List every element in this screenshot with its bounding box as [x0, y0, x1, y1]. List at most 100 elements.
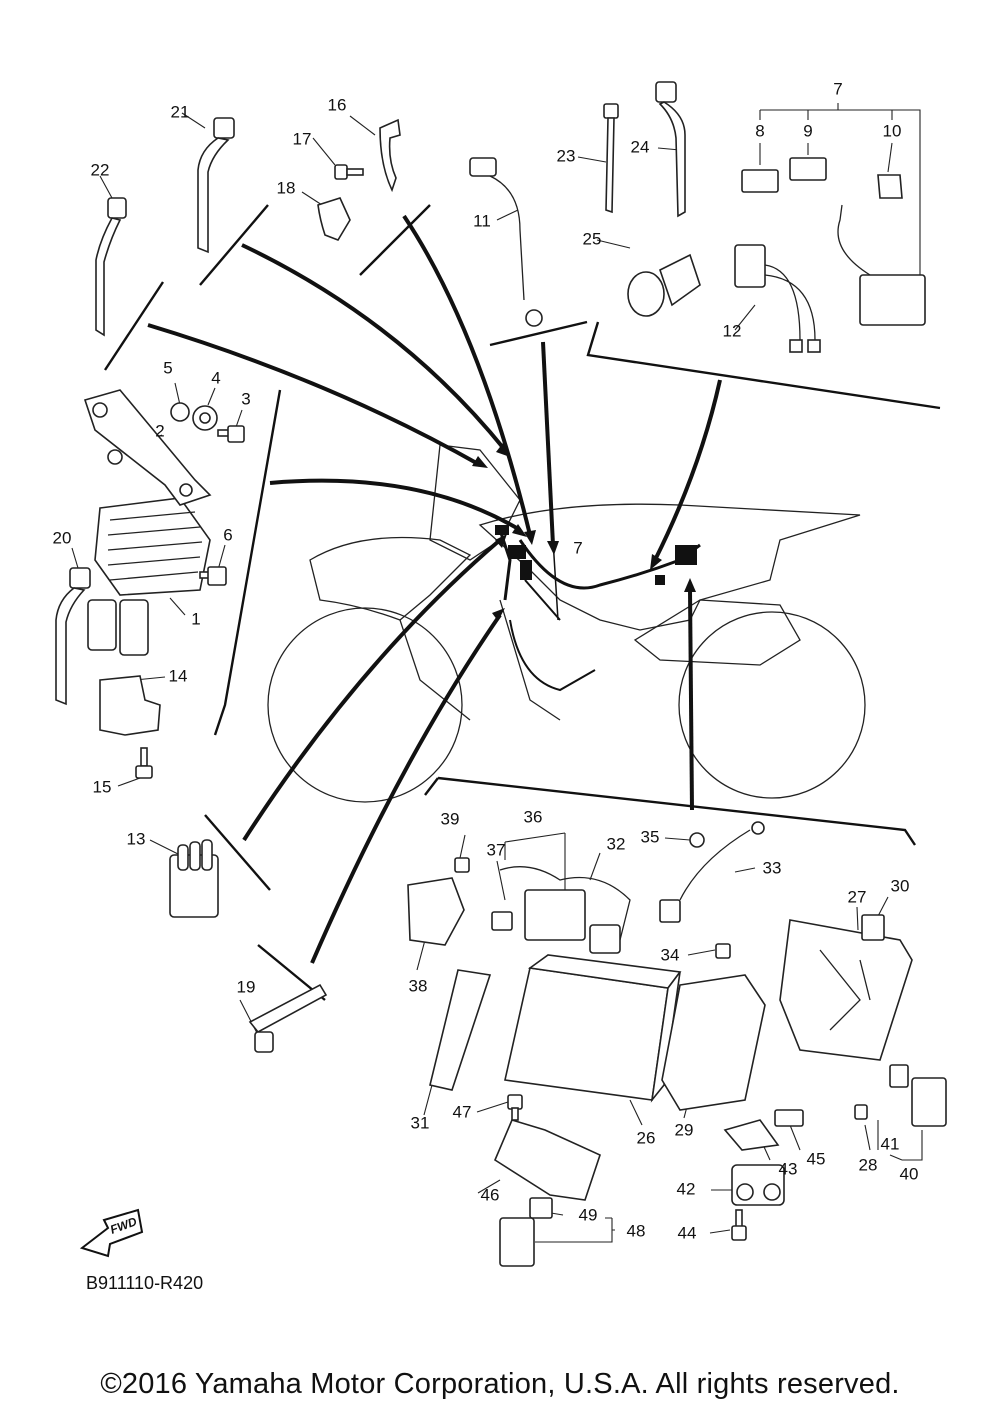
lead-33	[659, 821, 765, 923]
callout-38: 38	[409, 976, 428, 995]
callout-28: 28	[859, 1155, 878, 1174]
motorcycle-outline	[267, 444, 866, 803]
coupler-41	[889, 1064, 909, 1088]
bracket-2	[83, 389, 212, 506]
callout-26: 26	[637, 1128, 656, 1147]
callout-2: 2	[155, 421, 164, 440]
connector-13	[169, 839, 219, 918]
callout-24: 24	[631, 137, 650, 156]
callout-8: 8	[755, 121, 764, 140]
cover-29	[661, 974, 766, 1111]
callout-35: 35	[641, 827, 660, 846]
fuse-box-7	[837, 204, 926, 326]
bolt-28	[854, 1104, 868, 1120]
bracket-16	[379, 118, 401, 193]
callout-40: 40	[900, 1164, 919, 1183]
callout-6: 6	[223, 525, 232, 544]
fwd-arrow-icon: FWD	[79, 1208, 144, 1258]
callout-23: 23	[557, 146, 576, 165]
callout-19: 19	[237, 977, 256, 996]
wire-harness	[495, 525, 701, 692]
sub-harness-32	[499, 866, 631, 941]
callout-11: 11	[473, 211, 491, 230]
small-leaders	[71, 103, 923, 1243]
callout-41: 41	[881, 1134, 900, 1153]
callout-4: 4	[211, 368, 220, 387]
callout-32: 32	[607, 834, 626, 853]
bracket-43	[723, 1119, 780, 1151]
callout-42: 42	[677, 1179, 696, 1198]
coupler-40	[911, 1077, 947, 1127]
callout-48: 48	[627, 1221, 646, 1240]
callout-30: 30	[891, 876, 910, 895]
cable-tie-21	[197, 117, 235, 254]
cable-tie-24	[655, 81, 686, 218]
callout-numbers: 1 2 3 4 5 6 7 7 8 9 10 11 12 13 14 15 16…	[53, 79, 919, 1242]
callout-36: 36	[524, 807, 543, 826]
bolt-6	[199, 566, 227, 586]
battery-26	[504, 954, 682, 1103]
bolt-44	[731, 1209, 747, 1241]
sensor-30	[861, 914, 885, 941]
callout-33: 33	[763, 858, 782, 877]
leader-arrows	[147, 214, 722, 964]
callout-7-fuse-box: 7	[833, 79, 842, 98]
callout-21: 21	[171, 102, 190, 121]
callout-44: 44	[678, 1223, 697, 1242]
callout-3: 3	[241, 389, 250, 408]
callout-29: 29	[675, 1120, 694, 1139]
fuse-37	[491, 911, 513, 931]
callout-14: 14	[169, 666, 188, 685]
bolt-34	[715, 943, 731, 959]
fuse-10	[877, 174, 903, 199]
callout-7-harness: 7	[573, 538, 582, 557]
bolt-47	[507, 1094, 523, 1121]
bracket-14	[99, 675, 161, 736]
grommet-4	[192, 405, 218, 431]
bracket-27	[779, 919, 913, 1061]
fuse-8	[741, 169, 779, 193]
callout-22: 22	[91, 160, 110, 179]
bolt-15	[135, 747, 153, 779]
battery-band-31	[429, 969, 492, 1091]
group-brackets	[103, 204, 941, 1001]
callout-10: 10	[883, 121, 902, 140]
cable-tie-20	[55, 567, 91, 706]
callout-45: 45	[807, 1149, 826, 1168]
callout-49: 49	[579, 1205, 598, 1224]
collar-5	[170, 402, 190, 422]
callout-20: 20	[53, 528, 72, 547]
callout-27: 27	[848, 887, 867, 906]
copyright-notice: ©2016 Yamaha Motor Corporation, U.S.A. A…	[100, 1368, 900, 1400]
callout-39: 39	[441, 809, 460, 828]
callout-17: 17	[293, 129, 312, 148]
rectifier-1	[87, 497, 211, 656]
callout-37: 37	[487, 840, 506, 859]
callout-34: 34	[661, 945, 680, 964]
callout-1: 1	[191, 609, 200, 628]
callout-13: 13	[127, 829, 146, 848]
lead-11	[469, 157, 543, 327]
bracket-46	[493, 1119, 601, 1201]
callout-43: 43	[779, 1159, 798, 1178]
regulator-36	[524, 889, 621, 954]
coupler-48	[499, 1217, 535, 1267]
callout-46: 46	[481, 1185, 500, 1204]
bolt-3	[217, 425, 245, 443]
bolt-39	[454, 857, 470, 873]
callout-16: 16	[328, 95, 347, 114]
callout-5: 5	[163, 358, 172, 377]
drawing-code: B911110-R420	[86, 1273, 203, 1293]
callout-47: 47	[453, 1102, 472, 1121]
lead-12	[734, 244, 821, 353]
rubber-45	[774, 1109, 804, 1127]
cap-49	[529, 1197, 553, 1219]
band-19	[248, 983, 328, 1053]
cable-tie-23	[603, 103, 619, 214]
callout-9: 9	[803, 121, 812, 140]
fuse-9	[789, 157, 827, 181]
callout-12: 12	[723, 321, 742, 340]
callout-18: 18	[277, 178, 296, 197]
nut-35	[689, 832, 705, 848]
